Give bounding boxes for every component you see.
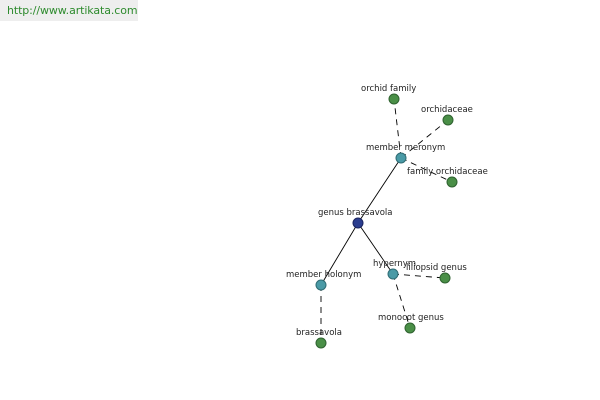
- edge-hypernym-liliopsid-genus: [392, 273, 446, 279]
- node-genus-brassavola[interactable]: [352, 217, 364, 229]
- node-label-hypernym: hypernym: [373, 259, 416, 269]
- node-hypernym[interactable]: [387, 268, 399, 280]
- edge-root-member-meronym: [357, 157, 402, 224]
- edge-member-meronym-orchid-family: [393, 98, 402, 159]
- node-monocot-genus[interactable]: [404, 322, 416, 334]
- node-orchidaceae[interactable]: [442, 114, 454, 126]
- edge-root-hypernym: [357, 222, 394, 275]
- site-url-link[interactable]: http://www.artikata.com: [7, 4, 138, 17]
- edge-member-meronym-family-orchidaceae: [400, 157, 453, 183]
- node-label-monocot-genus: monocot genus: [378, 313, 444, 323]
- node-brassavola[interactable]: [315, 337, 327, 349]
- node-label-member-meronym: member meronym: [366, 143, 445, 153]
- node-label-family-orchidaceae: family orchidaceae: [407, 167, 488, 177]
- node-label-liliopsid-genus: liliopsid genus: [406, 263, 467, 273]
- node-label-orchidaceae: orchidaceae: [421, 105, 473, 115]
- node-label-member-holonym: member holonym: [286, 270, 361, 280]
- edge-hypernym-monocot-genus: [392, 273, 411, 329]
- node-member-meronym[interactable]: [395, 152, 407, 164]
- node-label-genus-brassavola: genus brassavola: [318, 208, 393, 218]
- node-label-orchid-family: orchid family: [361, 84, 416, 94]
- node-family-orchidaceae[interactable]: [446, 176, 458, 188]
- node-orchid-family[interactable]: [388, 93, 400, 105]
- url-banner: http://www.artikata.com: [0, 0, 138, 21]
- node-member-holonym[interactable]: [315, 279, 327, 291]
- node-liliopsid-genus[interactable]: [439, 272, 451, 284]
- edge-root-member-holonym: [320, 222, 359, 286]
- node-label-brassavola: brassavola: [296, 328, 342, 338]
